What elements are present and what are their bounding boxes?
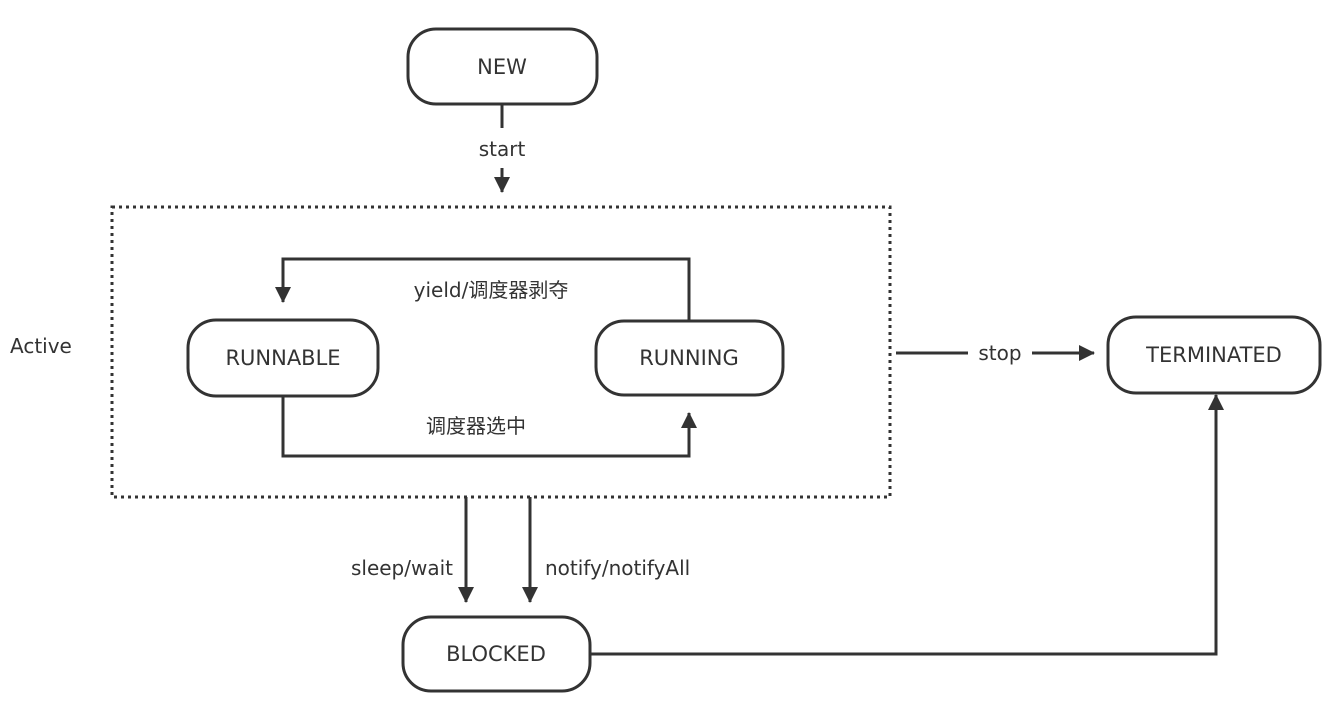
transition-notify: notify/notifyAll <box>522 497 690 603</box>
state-new-label: NEW <box>477 55 527 79</box>
transition-yield: yield/调度器剥夺 <box>275 257 691 321</box>
state-blocked-label: BLOCKED <box>446 642 546 666</box>
transition-select: 调度器选中 <box>281 396 697 458</box>
state-runnable-label: RUNNABLE <box>225 346 340 370</box>
transition-start-label: start <box>479 137 526 161</box>
transition-select-label: 调度器选中 <box>426 414 526 438</box>
transition-yield-label: yield/调度器剥夺 <box>414 278 569 302</box>
transition-stop-label: stop <box>978 341 1021 365</box>
transition-sleep-label: sleep/wait <box>351 556 453 580</box>
transition-sleep: sleep/wait <box>351 497 474 603</box>
state-running-label: RUNNING <box>639 346 739 370</box>
transition-stop: stop <box>896 341 1095 365</box>
state-terminated-label: TERMINATED <box>1145 343 1282 367</box>
state-blocked: BLOCKED <box>401 615 592 693</box>
state-terminated: TERMINATED <box>1106 315 1322 395</box>
active-region <box>110 205 892 499</box>
transition-notify-label: notify/notifyAll <box>545 556 690 580</box>
transition-blocked-terminated <box>590 394 1224 656</box>
transition-start: start <box>479 104 526 193</box>
state-runnable: RUNNABLE <box>186 318 380 398</box>
state-new: NEW <box>406 27 599 106</box>
state-running: RUNNING <box>594 319 785 397</box>
active-region-label: Active <box>10 334 72 358</box>
